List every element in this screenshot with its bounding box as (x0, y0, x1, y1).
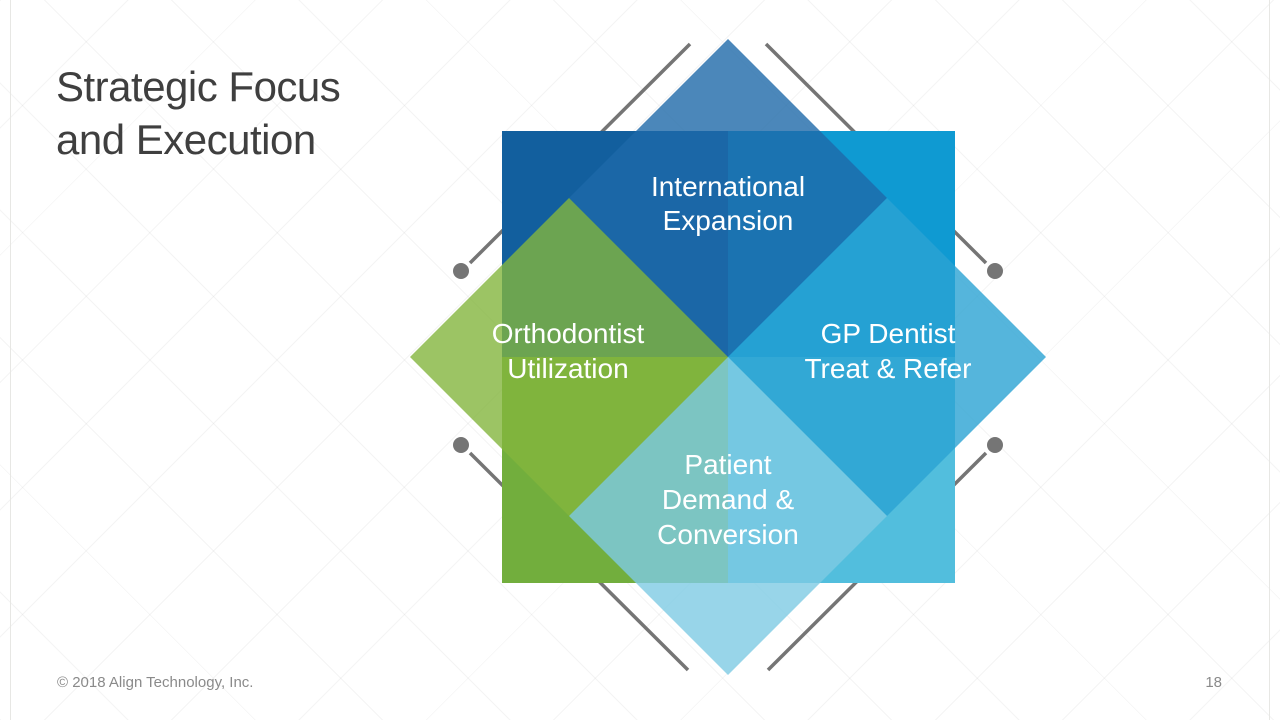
label-international-line-2: Expansion (663, 205, 794, 236)
label-patient-line-1: Patient (684, 449, 771, 480)
diagram-labels: International Expansion Orthodontist Uti… (492, 171, 972, 550)
slide-right-edge-line (1269, 0, 1270, 720)
page-title: Strategic Focus and Execution (56, 60, 341, 166)
label-patient-line-2: Demand & (662, 484, 795, 515)
connector-dot-bottom-right (987, 437, 1003, 453)
page-title-line-2: and Execution (56, 116, 316, 163)
copyright-text: © 2018 Align Technology, Inc. (57, 674, 254, 691)
label-international-line-1: International (651, 171, 805, 202)
diamonds (410, 39, 1046, 675)
connector-dot-top-right (987, 263, 1003, 279)
label-patient-line-3: Conversion (657, 519, 799, 550)
connector-dot-top-left (453, 263, 469, 279)
page-title-line-1: Strategic Focus (56, 63, 341, 110)
slide-left-edge-line (10, 0, 11, 720)
page-number: 18 (1205, 674, 1222, 691)
label-orthodontist-line-2: Utilization (507, 353, 628, 384)
label-orthodontist-line-1: Orthodontist (492, 318, 645, 349)
connector-dot-bottom-left (453, 437, 469, 453)
diamond-patient-demand-conversion (569, 357, 887, 675)
label-gp-dentist-line-1: GP Dentist (821, 318, 956, 349)
label-gp-dentist-line-2: Treat & Refer (804, 353, 971, 384)
